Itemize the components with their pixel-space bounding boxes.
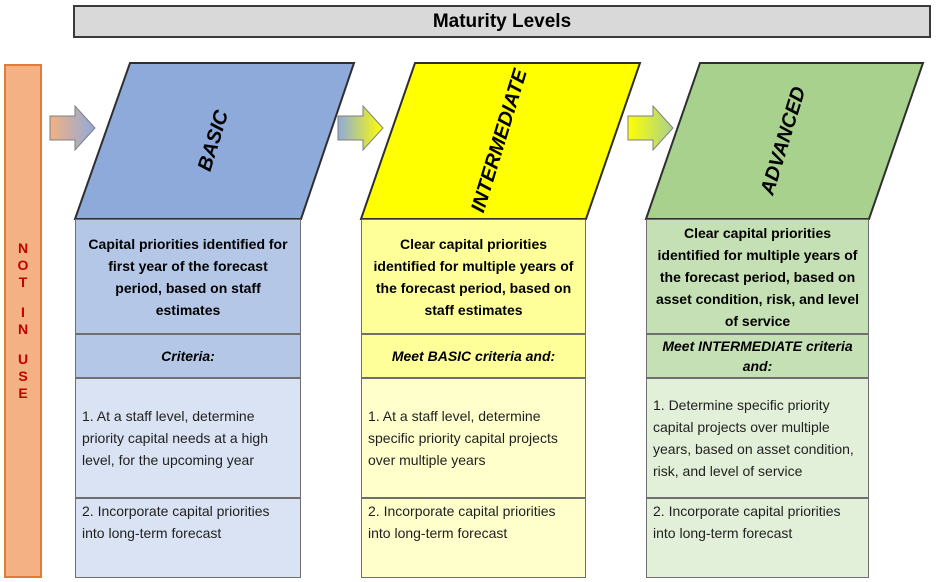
header-title: Maturity Levels: [432, 10, 572, 32]
advanced-step-2: 2. Incorporate capital priorities into l…: [646, 498, 869, 578]
basic-description-text: Capital priorities identified for first …: [88, 235, 288, 318]
arrow-to-advanced-icon: [627, 104, 674, 152]
not-in-use-letter: I: [21, 304, 25, 320]
not-in-use-letter: O: [17, 257, 29, 273]
advanced-criteria-text: Meet INTERMEDIATE criteria and:: [662, 338, 853, 374]
basic-step-2-text: 2. Incorporate capital priorities into l…: [82, 503, 270, 541]
basic-parallelogram: [73, 62, 356, 220]
advanced-criteria-header: Meet INTERMEDIATE criteria and:: [646, 334, 869, 378]
advanced-description-text: Clear capital priorities identified for …: [655, 224, 860, 329]
arrow-to-basic-icon: [49, 104, 96, 152]
maturity-levels-header: Maturity Levels: [73, 5, 931, 38]
basic-step-1-text: 1. At a staff level, determine priority …: [82, 408, 268, 468]
intermediate-step-1: 1. At a staff level, determine specific …: [361, 378, 586, 498]
not-in-use-bar: N O T I N U S E: [4, 64, 42, 578]
not-in-use-letter: N: [17, 321, 29, 337]
intermediate-step-1-text: 1. At a staff level, determine specific …: [368, 408, 558, 468]
advanced-step-2-text: 2. Incorporate capital priorities into l…: [653, 503, 841, 541]
not-in-use-letter: U: [17, 351, 29, 367]
not-in-use-letter: N: [17, 240, 29, 256]
advanced-step-1-text: 1. Determine specific priority capital p…: [653, 397, 854, 479]
basic-step-1: 1. At a staff level, determine priority …: [75, 378, 301, 498]
arrow-to-intermediate-icon: [337, 104, 384, 152]
advanced-step-1: 1. Determine specific priority capital p…: [646, 378, 869, 498]
intermediate-parallelogram: [359, 62, 642, 220]
intermediate-criteria-header: Meet BASIC criteria and:: [361, 334, 586, 378]
advanced-description: Clear capital priorities identified for …: [646, 219, 869, 334]
basic-description: Capital priorities identified for first …: [75, 219, 301, 334]
intermediate-step-2-text: 2. Incorporate capital priorities into l…: [368, 503, 556, 541]
basic-step-2: 2. Incorporate capital priorities into l…: [75, 498, 301, 578]
intermediate-step-2: 2. Incorporate capital priorities into l…: [361, 498, 586, 578]
basic-criteria-header: Criteria:: [75, 334, 301, 378]
intermediate-description-text: Clear capital priorities identified for …: [373, 235, 574, 318]
not-in-use-letter: T: [18, 274, 28, 290]
basic-criteria-text: Criteria:: [161, 348, 215, 364]
intermediate-description: Clear capital priorities identified for …: [361, 219, 586, 334]
not-in-use-letter: E: [18, 385, 28, 401]
intermediate-criteria-text: Meet BASIC criteria and:: [391, 348, 556, 364]
not-in-use-letter: S: [18, 368, 28, 384]
advanced-parallelogram: [644, 62, 925, 220]
